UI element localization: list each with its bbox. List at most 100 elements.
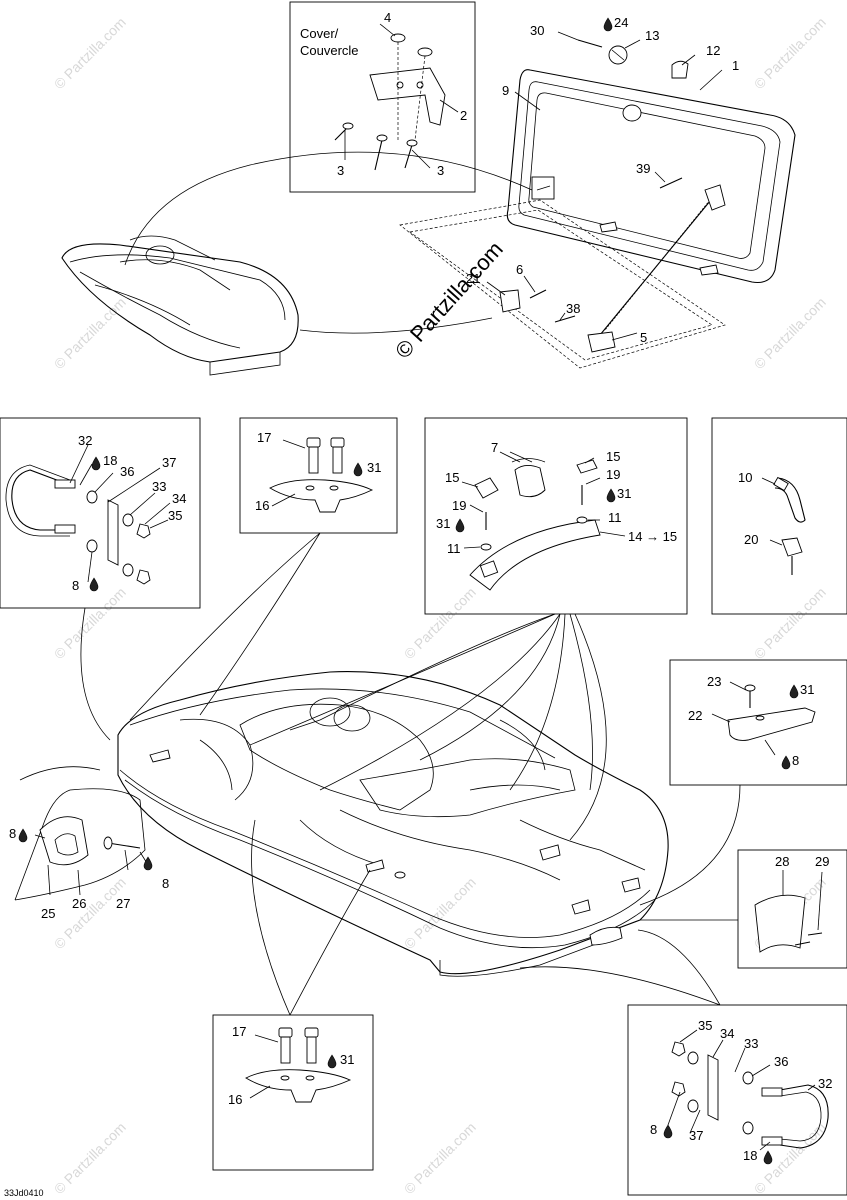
callout-36: 36	[774, 1054, 788, 1069]
washer-icon	[742, 1121, 754, 1135]
screw-icon	[794, 941, 811, 946]
callout-11: 11	[447, 541, 461, 556]
callout-8: 8	[650, 1122, 657, 1137]
callout-36: 36	[120, 464, 134, 479]
callout-24: 24	[614, 15, 628, 30]
tow-eye-parts-right	[667, 1029, 829, 1151]
callout-18: 18	[743, 1148, 757, 1163]
clip-nut-icon	[781, 537, 803, 557]
callout-31: 31	[436, 516, 450, 531]
callout-21: 21	[466, 271, 480, 286]
callout-32: 32	[818, 1076, 832, 1091]
backing-plate-icon	[107, 499, 119, 566]
callout-18: 18	[103, 453, 117, 468]
step-parts	[711, 681, 816, 756]
cleat-icon	[365, 859, 385, 873]
callout-25: 25	[41, 906, 55, 921]
callout-30: 30	[530, 23, 544, 38]
watermark-text: © Partzilla.com	[51, 584, 129, 662]
callout-27: 27	[116, 896, 130, 911]
watermark-text: © Partzilla.com	[401, 1119, 479, 1197]
callout-34: 34	[720, 1026, 734, 1041]
washer-icon	[480, 543, 492, 551]
screw-icon	[529, 289, 547, 299]
callout-3: 3	[437, 163, 444, 178]
washer-icon	[417, 47, 433, 57]
tow-eye-icon	[589, 926, 623, 946]
callout-29: 29	[815, 854, 829, 869]
washer-icon	[576, 516, 588, 524]
callout-28: 28	[775, 854, 789, 869]
callout-22: 22	[688, 708, 702, 723]
screw-icon	[659, 177, 683, 189]
callout-19: 19	[606, 467, 620, 482]
adhesive-drop-icons	[18, 17, 799, 1165]
drop-icon	[353, 462, 363, 477]
callout-17: 17	[232, 1024, 246, 1039]
callout-16: 16	[228, 1092, 242, 1107]
washer-icon	[687, 1051, 699, 1065]
spring-bracket-icon	[587, 331, 616, 353]
small-boat-icon	[61, 235, 299, 376]
u-bolt-icon	[11, 469, 71, 531]
watermark-text: © Partzilla.com	[401, 874, 479, 952]
drop-icon	[606, 488, 616, 503]
callout-5: 5	[640, 330, 647, 345]
cover-bracket-icon	[369, 67, 446, 126]
callout-37: 37	[689, 1128, 703, 1143]
screw-icon	[554, 315, 576, 323]
callout-8: 8	[792, 753, 799, 768]
drop-icon	[143, 856, 153, 871]
handle-parts	[461, 451, 626, 591]
tow-eye-inset-box-left	[0, 417, 201, 609]
tow-eye-parts-left	[5, 444, 171, 585]
callout-13: 13	[645, 28, 659, 43]
rub-rail-detail	[14, 788, 151, 901]
callout-12: 12	[706, 43, 720, 58]
latch-icon	[671, 60, 689, 79]
drop-icon	[789, 684, 799, 699]
callout-14-15: 14 → 15	[628, 529, 677, 544]
callout-1: 1	[732, 58, 739, 73]
callout-33: 33	[744, 1036, 758, 1051]
steering-wheel-icon	[309, 697, 351, 727]
callout-35: 35	[698, 1018, 712, 1033]
handle-inset-box	[424, 417, 688, 615]
callout-19: 19	[452, 498, 466, 513]
drop-icon	[781, 755, 791, 770]
callout-38: 38	[566, 301, 580, 316]
leader-lines	[19, 532, 741, 1016]
gas-spring-icon	[599, 194, 716, 336]
watermark-text: © Partzilla.com	[751, 584, 829, 662]
clip-icon	[474, 477, 499, 499]
cover-plate-icon	[754, 894, 806, 953]
storage-lid-assembly	[124, 31, 796, 369]
nut-icon	[136, 523, 151, 539]
callout-35: 35	[168, 508, 182, 523]
cleat-parts-top	[269, 437, 374, 513]
cover-inset-box	[289, 1, 476, 193]
tow-eye-inset-box-right	[627, 1004, 847, 1196]
drop-icon	[763, 1150, 773, 1165]
bolt-icon	[308, 444, 319, 474]
callout-39: 39	[636, 161, 650, 176]
washer-icon	[86, 490, 98, 504]
washer-icon	[86, 539, 98, 553]
callout-26: 26	[72, 896, 86, 911]
drop-icon	[327, 1054, 337, 1069]
cover-plate-inset-box	[737, 849, 847, 969]
cable-tie-icon	[774, 477, 806, 523]
watermark-text: © Partzilla.com	[751, 294, 829, 372]
lid-hole-icon	[622, 104, 642, 122]
drop-icon	[18, 828, 28, 843]
thread-icon	[54, 479, 76, 489]
nut-icon	[671, 1041, 686, 1057]
cleat-inset-box-bottom	[212, 1014, 374, 1171]
watermark-text: © Partzilla.com	[51, 874, 129, 952]
nut-icon	[136, 569, 151, 585]
diagram-code: 33Jd0410	[4, 1188, 44, 1198]
backing-plate-icon	[707, 1054, 719, 1121]
callout-31: 31	[340, 1052, 354, 1067]
